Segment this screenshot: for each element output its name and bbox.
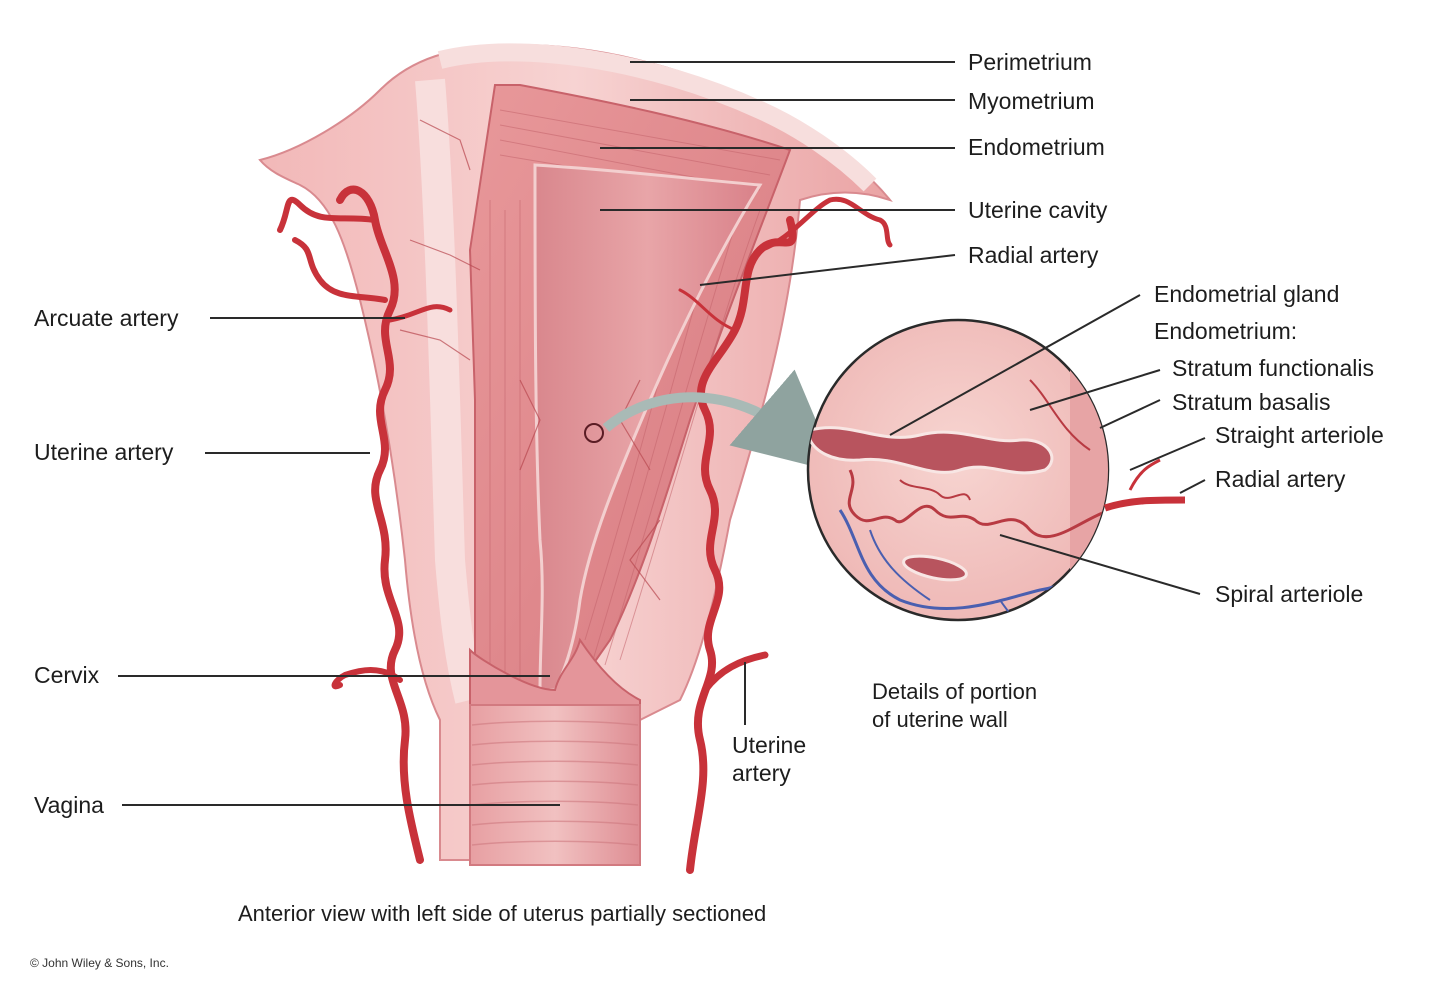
cervix-region — [469, 637, 641, 721]
label-myometrium: Myometrium — [968, 88, 1095, 114]
left-uterine-artery — [336, 185, 424, 864]
uterine-cavity — [533, 163, 763, 692]
label-stratum-basalis: Stratum basalis — [1172, 389, 1331, 415]
right-tube-artery — [757, 196, 893, 253]
left-arcuate-branch-1 — [277, 196, 378, 233]
label-straight-arteriole: Straight arteriole — [1215, 422, 1384, 448]
detail-caption-line1: Details of portion — [872, 679, 1038, 704]
perimetrium-layer — [437, 43, 877, 192]
label-endometrial-gland: Endometrial gland — [1154, 281, 1340, 307]
uterus-illustration — [258, 43, 893, 866]
label-spiral-arteriole: Spiral arteriole — [1215, 581, 1364, 607]
label-cervix: Cervix — [34, 662, 100, 688]
label-radial-artery: Radial artery — [968, 242, 1099, 268]
label-endometrium-heading: Endometrium: — [1154, 318, 1298, 344]
sample-location-marker — [584, 423, 604, 443]
label-perimetrium: Perimetrium — [968, 49, 1092, 75]
label-arcuate-artery: Arcuate artery — [34, 305, 179, 331]
left-wall-strip — [415, 78, 485, 704]
right-uterine-artery — [686, 216, 797, 874]
label-uterine-artery-left: Uterine artery — [34, 439, 174, 465]
left-arcuate-branch-2 — [292, 237, 388, 303]
label-stratum-functionalis: Stratum functionalis — [1172, 355, 1374, 381]
vagina-region — [469, 704, 641, 866]
label-endometrium: Endometrium — [968, 134, 1105, 160]
radial-artery-small — [678, 288, 737, 332]
copyright-notice: © John Wiley & Sons, Inc. — [30, 956, 169, 970]
label-uterine-artery-right-line2: artery — [732, 760, 791, 786]
detail-caption-line2: of uterine wall — [872, 707, 1008, 732]
label-vagina: Vagina — [34, 792, 104, 818]
leader-lines — [118, 61, 1206, 806]
detail-arrow — [602, 369, 838, 473]
right-cervical-branch — [701, 651, 769, 694]
uterine-wall-detail — [806, 318, 1186, 622]
label-uterine-cavity: Uterine cavity — [968, 197, 1108, 223]
label-uterine-artery-right-line1: Uterine — [732, 732, 807, 758]
label-radial-artery-detail: Radial artery — [1215, 466, 1346, 492]
figure-caption: Anterior view with left side of uterus p… — [238, 901, 767, 926]
